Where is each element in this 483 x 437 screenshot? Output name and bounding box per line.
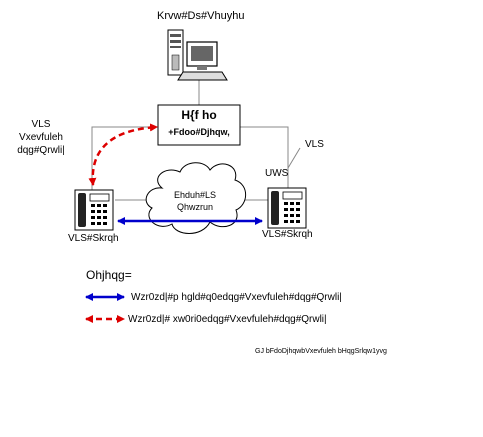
legend-title: Ohjhqg=	[86, 268, 132, 282]
server-computer-icon	[167, 29, 228, 81]
rtp-label: UWS	[265, 168, 289, 179]
sip-phone-right-icon	[267, 187, 307, 229]
agent-note-line2: Vxevfuleh	[19, 132, 63, 143]
phone-left-label: VLS#Skrqh	[68, 233, 119, 244]
cloud-label-line2: Qhwzrun	[176, 202, 213, 212]
excel-to-left-phone-line	[91, 126, 158, 190]
excel-title: H{f ho	[181, 108, 217, 122]
agent-note-line3: dqg#Qrwli|	[17, 145, 65, 156]
footnote-filename: GJ bFdoDjhqwbVxevfuleh bHqgSrlqw1yvg	[255, 348, 387, 355]
host-server-label: Krvw#Ds#Vhuyhu	[157, 10, 245, 22]
subscribe-notify-arrow	[88, 123, 158, 186]
phone-right-label: VLS#Skrqh	[262, 229, 313, 240]
legend-item-dashed-text: Wzr0zd|# xw0ri0edqg#Vxevfuleh#dqg#Qrwli|	[128, 314, 327, 325]
cloud-label-line1: Ehduh#LS	[173, 190, 217, 200]
legend-item-solid-text: Wzr0zd|#p hgld#q0edqg#Vxevfuleh#dqg#Qrwl…	[131, 292, 342, 303]
sip-phone-left-icon	[74, 189, 114, 231]
excel-call-agent-box	[157, 104, 241, 146]
excel-subtitle: +Fdoo#Djhqw,	[168, 127, 230, 137]
agent-note-line1: VLS	[31, 119, 51, 130]
sip-label-leader	[287, 147, 301, 169]
sip-top-right-label: VLS	[305, 139, 324, 150]
